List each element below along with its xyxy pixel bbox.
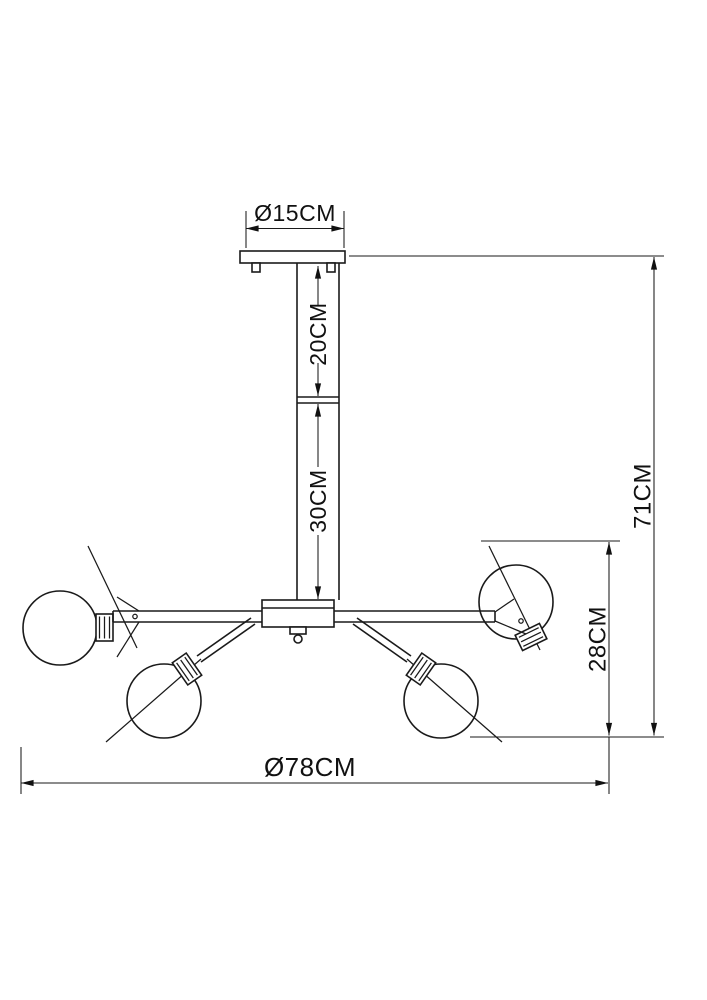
canopy-plate: [239, 250, 346, 264]
label-fixture-diameter: Ø78CM: [264, 752, 356, 782]
hub-body: [261, 599, 335, 628]
fork-right-upper: [494, 598, 515, 613]
stem-upper-left: [87, 545, 138, 649]
fork-left-pivot: [132, 613, 138, 620]
arm-lower-right-inner: [356, 617, 412, 657]
label-lower-rod-length: 30CM: [305, 469, 331, 532]
fork-left-upper: [116, 596, 140, 612]
down-rod: [296, 263, 340, 600]
socket-right: [514, 622, 548, 652]
arm-lower-left-inner: [196, 617, 252, 657]
ceiling-canopy: [239, 250, 346, 273]
glass-globe-right: [478, 564, 554, 640]
hub-knob: [289, 626, 307, 635]
arm-lower-left-outer: [200, 623, 256, 663]
mounting-screw-right: [326, 262, 336, 273]
fork-right-lower: [494, 620, 527, 635]
lower-arms: [196, 617, 412, 663]
arm-lower-right-outer: [352, 623, 408, 663]
center-hub: [261, 599, 335, 644]
lamp-stems: [87, 545, 541, 743]
label-canopy-diameter: Ø15CM: [254, 200, 336, 226]
socket-lower-right: [405, 651, 437, 687]
glass-globe-lower-right: [403, 663, 479, 739]
lamp-sockets: [95, 613, 548, 687]
mounting-screw-left: [251, 262, 261, 273]
socket-lower-left: [171, 651, 203, 687]
glass-globes: [22, 564, 554, 739]
glass-globe-lower-left: [126, 663, 202, 739]
socket-left: [95, 613, 114, 642]
dimension-labels: Ø15CM 20CM 30CM 71CM 28CM Ø78CM: [254, 200, 656, 782]
dimension-graphics: [20, 211, 664, 794]
glass-globe-left: [22, 590, 98, 666]
label-total-height: 71CM: [630, 463, 657, 529]
label-lamp-body-height: 28CM: [585, 606, 612, 672]
pivot-forks: [116, 596, 527, 658]
fork-right-pivot: [518, 618, 524, 624]
label-upper-rod-length: 20CM: [305, 302, 331, 365]
fork-left-lower: [116, 621, 140, 658]
hub-finial: [293, 634, 303, 644]
